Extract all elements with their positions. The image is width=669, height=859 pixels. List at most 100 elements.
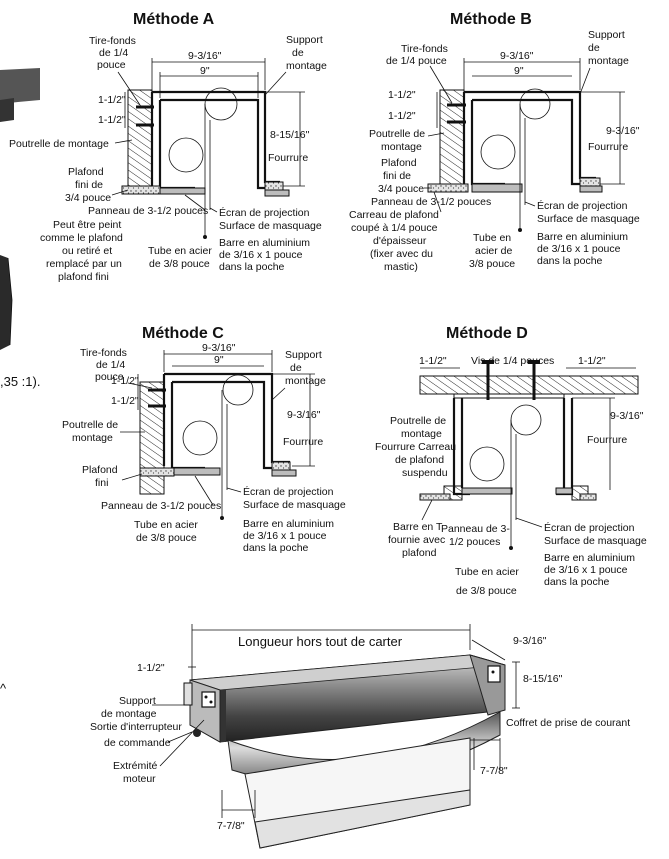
a-support2: de [292,47,304,59]
a-plafond3: 3/4 pouce [65,192,111,204]
b-support2: de [588,42,600,54]
d-dim-h: 9-3/16" [610,410,644,422]
c-fourrure: Fourrure [283,436,323,448]
c-tube2: de 3/8 pouce [136,532,197,544]
method-d-title: Méthode D [446,325,528,342]
d-barre1: Barre en aluminium [544,552,635,564]
d-fourrure-carreau: Fourrure Carreau [375,441,456,453]
b-dim-h1b: 1-1/2" [388,110,416,122]
bottom-d-78a: 7-7/8" [217,820,245,832]
c-barre2: de 3/16 x 1 pouce [243,530,327,542]
d-poutrelle2: montage [401,428,442,440]
c-surface: Surface de masquage [243,499,346,511]
bottom-extremite1: Extrémité [113,760,158,772]
method-c-diagram: Méthode C 9-3/16" 9" 1-1/2" 1-1/2" 9-3/1… [62,325,346,554]
d-vis: Vis de 1/4 pouces [471,355,554,367]
c-poutrelle1: Poutrelle de [62,419,118,431]
b-carreau3: d'épaisseur [373,235,427,247]
a-barre1: Barre en aluminium [219,237,310,249]
b-carreau2: coupé à 1/4 pouce [351,222,438,234]
c-tire3: pouce [95,371,124,383]
b-fourrure: Fourrure [588,141,628,153]
c-support1: Support [285,349,322,361]
b-dim-w2: 9" [514,65,524,77]
b-tube3: 3/8 pouce [469,258,515,270]
a-dim-w1: 9-3/16" [188,50,222,62]
c-dim-w2: 9" [214,354,224,366]
c-tube1: Tube en acier [134,519,198,531]
bottom-extremite2: moteur [123,773,156,785]
bottom-longueur: Longueur hors tout de carter [238,634,403,649]
bottom-d-l: 1-1/2" [137,662,165,674]
a-tube1: Tube en acier [148,245,212,257]
b-poutrelle1: Poutrelle de [369,128,425,140]
a-dim-w2: 9" [200,65,210,77]
b-support3: montage [588,55,629,67]
a-peut3: ou retiré et [62,245,112,257]
d-surface: Surface de masquage [544,535,647,547]
a-tire2: de 1/4 [99,47,128,59]
method-a-title: Méthode A [133,11,215,28]
bottom-coffret: Coffret de prise de courant [506,717,630,729]
a-plafond1: Plafond [68,166,104,178]
c-tire1: Tire-fonds [80,347,127,359]
d-barret2: fournie avec [388,534,445,546]
c-barre3: dans la poche [243,542,309,554]
bottom-support1: Support [119,695,156,707]
c-barre1: Barre en aluminium [243,518,334,530]
b-barre1: Barre en aluminium [537,231,628,243]
b-dim-h1a: 1-1/2" [388,89,416,101]
d-barre2: de 3/16 x 1 pouce [544,564,628,576]
d-panneau2: 1/2 pouces [449,536,500,548]
c-poutrelle2: montage [72,432,113,444]
b-panneau: Panneau de 3-1/2 pouces [371,196,491,208]
b-poutrelle2: montage [381,141,422,153]
product-illustration: Longueur hors tout de carter 9-3/16" 8-1… [90,624,630,849]
a-plafond2: fini de [75,179,103,191]
a-fourrure: Fourrure [268,152,308,164]
c-ecran: Écran de projection [243,485,334,498]
b-plafond1: Plafond [381,157,417,169]
c-dim-h1b: 1-1/2" [111,395,139,407]
c-plafond1: Plafond [82,464,118,476]
a-ecran: Écran de projection [219,206,310,219]
d-plafond1: de plafond [395,454,444,466]
a-peut2: comme le plafond [40,232,123,244]
b-carreau1: Carreau de plafond [349,209,439,221]
bottom-sortie2: de commande [104,737,171,749]
c-dim-h: 9-3/16" [287,409,321,421]
margin-ratio-text: ,35 :1). [0,374,40,389]
d-barre3: dans la poche [544,576,610,588]
bottom-support2: de montage [101,708,157,720]
b-support1: Support [588,29,625,41]
bottom-d-78b: 7-7/8" [480,765,508,777]
a-barre2: de 3/16 x 1 pouce [219,249,303,261]
d-dim-r: 1-1/2" [578,355,606,367]
a-tube2: de 3/8 pouce [149,258,210,270]
a-support1: Support [286,34,323,46]
method-d-diagram: Méthode D 1-1/2" 1-1/2" 9-3/16" Vis de [375,325,647,597]
d-tube1: Tube en acier [455,566,519,578]
a-dim-h1a: 1-1/2" [98,94,126,106]
a-barre3: dans la poche [219,261,285,273]
c-dim-w1: 9-3/16" [202,342,236,354]
a-dim-h1b: 1-1/2" [98,114,126,126]
b-dim-w1: 9-3/16" [500,50,534,62]
d-ecran: Écran de projection [544,521,635,534]
b-barre3: dans la poche [537,255,603,267]
c-support3: montage [285,375,326,387]
b-plafond2: fini de [383,170,411,182]
method-b-diagram: Méthode B 9-3/16" 9" 1-1/2" 1-1/2" 9-3/1… [349,11,640,273]
bottom-d-w: 9-3/16" [513,635,547,647]
method-b-title: Méthode B [450,11,532,28]
bottom-sortie1: Sortie d'interrupteur [90,721,182,733]
b-carreau5: mastic) [384,261,418,273]
b-tube1: Tube en [473,232,511,244]
a-dim-h: 8-15/16" [270,129,310,141]
c-tire2: de 1/4 [96,359,125,371]
method-a-diagram: Méthode A 9-3/16" 9" 1-1/2" 1-1/2" [9,11,327,283]
d-fourrure: Fourrure [587,434,627,446]
d-dim-l: 1-1/2" [419,355,447,367]
c-plafond2: fini [95,477,108,489]
a-surface: Surface de masquage [219,220,322,232]
